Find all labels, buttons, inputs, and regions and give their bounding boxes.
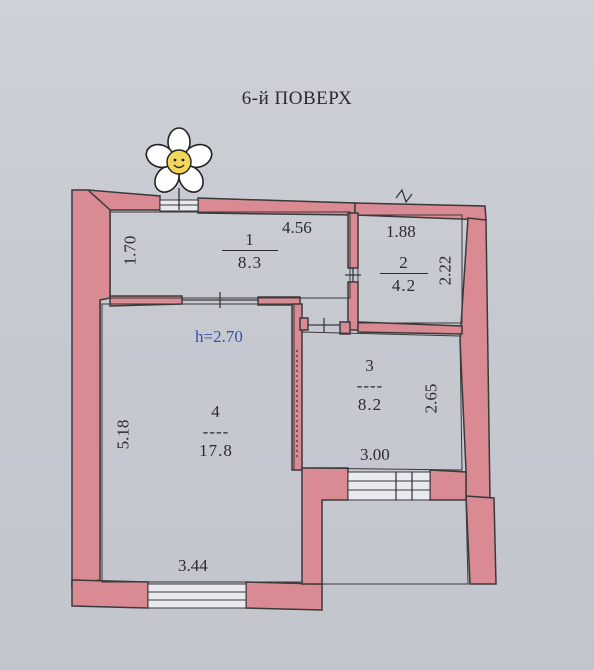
floor-title: 6-й ПОВЕРХ xyxy=(241,88,353,109)
room-3-length: 3.00 xyxy=(360,445,390,464)
room-3-width: 2.65 xyxy=(421,383,441,414)
room-3-area: 8.2 xyxy=(357,395,383,415)
wall-bottom-right xyxy=(245,581,323,611)
window-room-4 xyxy=(147,583,247,609)
wall-partition-3-top xyxy=(339,321,351,335)
wall-balcony-top xyxy=(429,469,467,501)
room-4-label: 4 ---- 17.8 xyxy=(186,402,246,461)
room-1-length: 4.56 xyxy=(282,218,312,237)
wall-room3-bottom-left xyxy=(301,467,349,585)
balcony-outline xyxy=(321,499,469,585)
ceiling-height-label: h=2.70 xyxy=(195,327,243,346)
room-4-separator: ---- xyxy=(202,421,230,441)
room-4-outline xyxy=(101,303,303,583)
room-3-outline xyxy=(301,331,463,471)
entry-marker xyxy=(395,188,413,204)
room-1-number: 1 xyxy=(245,230,255,249)
walls xyxy=(71,189,497,611)
room-2-label: 2 4.2 xyxy=(380,253,428,295)
wall-top-right xyxy=(354,202,487,221)
room-4-area: 17.8 xyxy=(199,441,233,461)
room-1-label: 1 8.3 xyxy=(222,230,278,272)
room-1-area: 8.3 xyxy=(222,249,278,273)
room-outlines xyxy=(101,211,469,585)
wall-bottom-left xyxy=(71,579,149,609)
room-3-label: 3 ---- 8.2 xyxy=(340,356,400,415)
room-4-length: 3.44 xyxy=(178,556,208,575)
wall-room2-bottom xyxy=(357,321,463,335)
room-2-number: 2 xyxy=(399,253,409,272)
room-2-outline xyxy=(357,214,463,324)
window-room-3 xyxy=(347,471,431,501)
room-3-number: 3 xyxy=(365,356,375,375)
room-3-separator: ---- xyxy=(356,375,384,395)
room-1-width: 1.70 xyxy=(120,235,140,266)
room-4-width: 5.18 xyxy=(113,419,133,450)
room-2-width: 2.22 xyxy=(435,255,455,286)
room-2-length: 1.88 xyxy=(386,222,416,241)
room-1-outline xyxy=(109,211,351,299)
room-2-area: 4.2 xyxy=(380,272,428,296)
room-4-number: 4 xyxy=(211,402,221,421)
wall-left xyxy=(71,189,111,587)
doors xyxy=(182,268,413,500)
wall-partition-1-3 xyxy=(299,317,309,331)
wall-balcony-right xyxy=(465,495,497,585)
flower-sticker-icon xyxy=(145,127,213,210)
wall-right xyxy=(459,217,491,501)
